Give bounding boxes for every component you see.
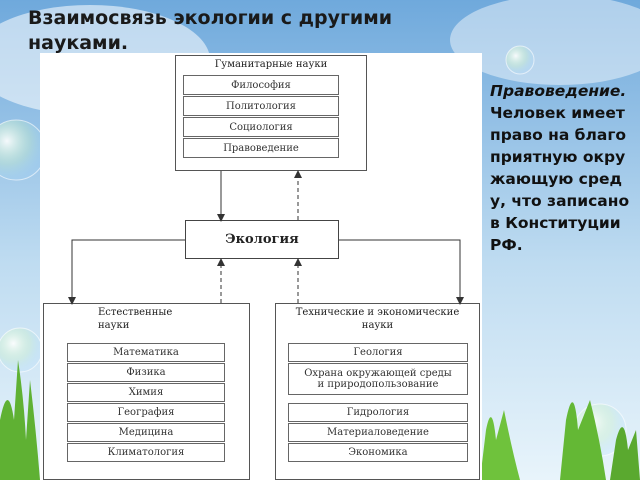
- humanities-item-2: Политология: [183, 96, 339, 116]
- natural-item-5: Медицина: [67, 423, 225, 442]
- arrow-ecology-to-natural: [68, 239, 185, 305]
- natural-item-4: География: [67, 403, 225, 422]
- technical-item-3: Гидрология: [288, 403, 468, 422]
- ecology-box: Экология: [185, 220, 339, 259]
- natural-header-line1: Естественные: [98, 307, 173, 318]
- natural-item-2: Физика: [67, 363, 225, 382]
- technical-item-4: Материаловедение: [288, 423, 468, 442]
- humanities-item-4: Правоведение: [183, 138, 339, 158]
- diagram-panel: Гуманитарные науки Философия Политология…: [40, 53, 482, 480]
- natural-header-line2: науки: [98, 320, 130, 331]
- technical-item-2: Охрана окружающей среды и природопользов…: [288, 363, 468, 395]
- technical-item-1: Геология: [288, 343, 468, 362]
- technical-header-line1: Технические и экономические: [295, 307, 460, 318]
- side-note: Правоведение. Человек имеет право на бла…: [490, 80, 632, 256]
- slide-title: Взаимосвязь экологии с другими науками.: [28, 7, 393, 54]
- natural-item-3: Химия: [67, 383, 225, 402]
- natural-item-6: Климатология: [67, 443, 225, 462]
- side-note-text: Человек имеет право на благоприятную окр…: [490, 104, 630, 254]
- technical-item-2-line1: Охрана окружающей среды: [304, 368, 452, 379]
- technical-item-2-line2: и природопользование: [317, 379, 439, 390]
- humanities-header: Гуманитарные науки: [214, 59, 328, 70]
- technical-item-5: Экономика: [288, 443, 468, 462]
- technical-header-line2: науки: [361, 320, 394, 331]
- humanities-item-3: Социология: [183, 117, 339, 137]
- humanities-item-1: Философия: [183, 75, 339, 95]
- natural-item-1: Математика: [67, 343, 225, 362]
- arrow-ecology-to-technical: [339, 239, 464, 305]
- side-note-heading: Правоведение.: [490, 82, 627, 100]
